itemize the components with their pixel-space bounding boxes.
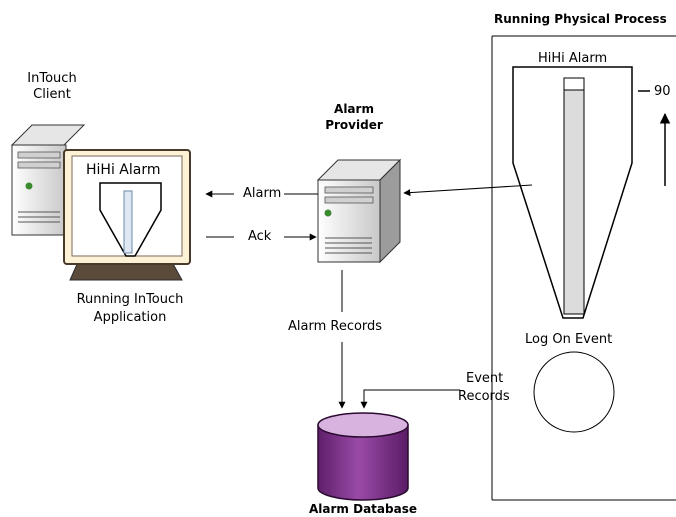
provider-title-line1: Alarm	[334, 102, 374, 116]
client-title-line1: InTouch	[27, 71, 77, 86]
process-to-provider-arrow	[403, 184, 533, 197]
process-tank	[512, 66, 671, 319]
client-app-line2: Application	[93, 310, 167, 325]
ack-arrow-label: Ack	[248, 229, 272, 244]
event-records-line1: Event	[466, 371, 504, 386]
client-tower	[10, 124, 86, 236]
tank-alarm-label: HiHi Alarm	[538, 51, 608, 66]
client-app-line1: Running InTouch	[76, 292, 184, 307]
tank-level-bar	[563, 77, 585, 315]
level-value: 90	[654, 84, 671, 99]
alarm-records-label: Alarm Records	[288, 319, 383, 334]
alarm-database-cylinder	[317, 412, 409, 501]
process-title: Running Physical Process	[494, 12, 667, 26]
client-monitor	[63, 149, 191, 281]
log-on-event-circle	[533, 351, 615, 433]
event-records-line2: Records	[458, 389, 510, 404]
process-panel	[491, 35, 676, 501]
client-screen-label: HiHi Alarm	[86, 162, 161, 178]
database-title: Alarm Database	[309, 502, 417, 516]
client-title-line2: Client	[33, 87, 71, 102]
connector-arrows	[205, 184, 533, 409]
alarm-arrow-label: Alarm	[243, 186, 282, 201]
log-on-event-label: Log On Event	[525, 332, 613, 347]
alarm-provider-server	[316, 158, 402, 264]
event-records-arrow	[360, 389, 460, 409]
provider-title-line2: Provider	[325, 118, 383, 132]
